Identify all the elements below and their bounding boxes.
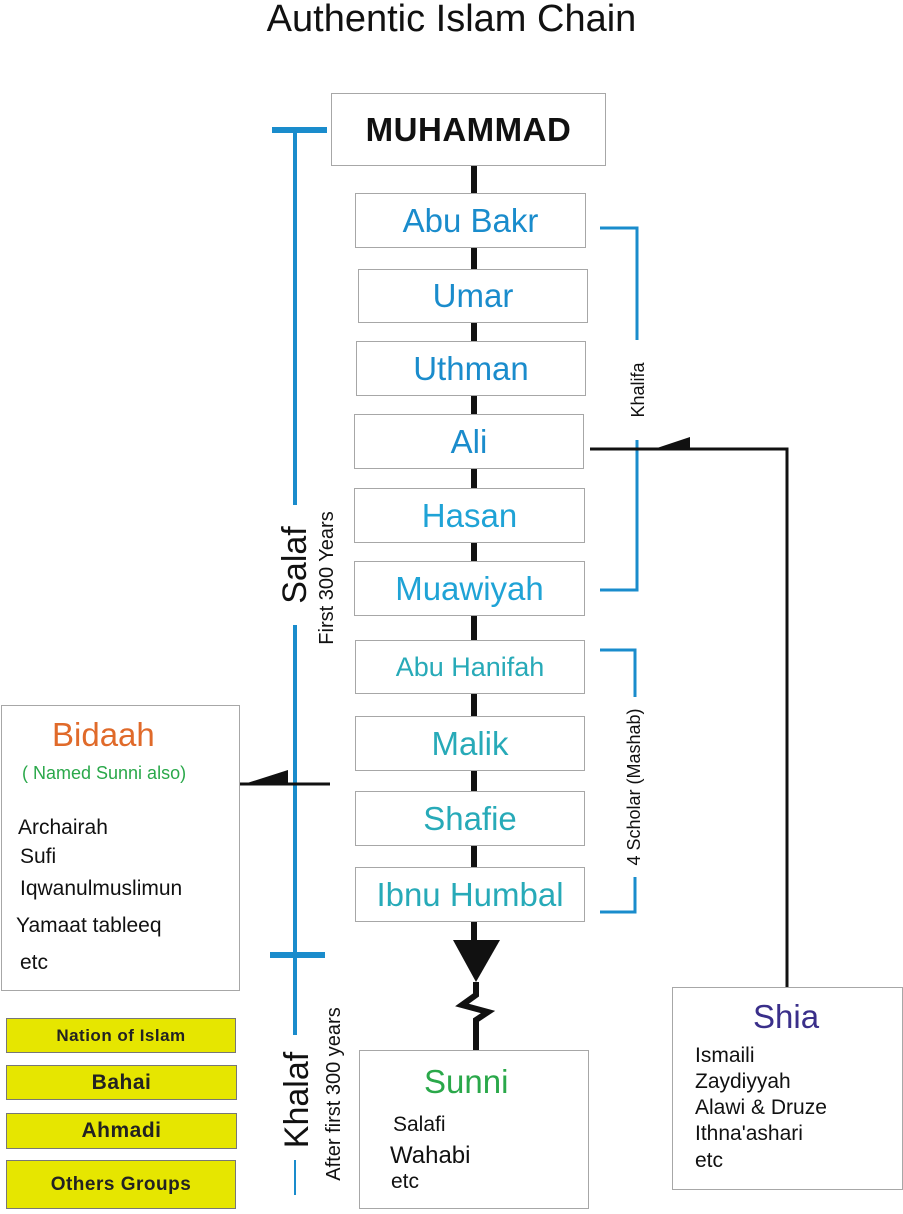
khalifa-bracket-label: Khalifa	[626, 340, 650, 440]
salaf-label: Salaf	[275, 505, 315, 625]
chain-label: Hasan	[421, 496, 518, 534]
chain-label: Abu Hanifah	[395, 651, 545, 682]
other-group-others: Others Groups	[6, 1160, 236, 1209]
chain-label: Muawiyah	[395, 569, 544, 607]
sunni-item: Wahabi	[390, 1142, 471, 1169]
other-group-ahmadi: Ahmadi	[6, 1113, 237, 1149]
chain-box-ibnu-humbal: Ibnu Humbal	[355, 867, 585, 922]
other-group-label: Others Groups	[50, 1174, 192, 1195]
bidaah-item: Iqwanulmuslimun	[20, 877, 183, 900]
zigzag-break	[455, 982, 496, 1050]
shia-box: Shia Ismaili Zaydiyyah Alawi & Druze Ith…	[672, 987, 903, 1190]
chain-label: Malik	[431, 724, 509, 762]
other-group-nation-of-islam: Nation of Islam	[6, 1018, 236, 1053]
bidaah-title: Bidaah	[52, 716, 155, 753]
salaf-sublabel: First 300 Years	[316, 511, 338, 645]
chain-label: Umar	[432, 277, 514, 314]
bidaah-subtitle: ( Named Sunni also)	[22, 763, 187, 783]
bidaah-arrow	[244, 770, 288, 784]
shia-item: etc	[695, 1149, 724, 1172]
chain-box-abu-bakr: Abu Bakr	[355, 193, 586, 248]
shia-title: Shia	[753, 998, 820, 1035]
other-group-label: Ahmadi	[81, 1119, 162, 1142]
sunni-item: Salafi	[393, 1113, 446, 1136]
other-group-label: Nation of Islam	[56, 1025, 186, 1045]
sunni-item: etc	[391, 1170, 420, 1193]
chain-arrow	[453, 940, 500, 982]
chain-label: Abu Bakr	[402, 201, 539, 239]
chain-box-ali: Ali	[354, 414, 584, 469]
ali-shia-arrow	[654, 437, 690, 449]
chain-label: Ali	[450, 422, 488, 460]
chain-label: Ibnu Humbal	[376, 875, 564, 913]
bidaah-item: Archairah	[18, 816, 108, 839]
chain-box-malik: Malik	[355, 716, 585, 771]
muhammad-label: MUHAMMAD	[365, 110, 572, 148]
bidaah-item: etc	[20, 951, 49, 974]
sunni-title: Sunni	[424, 1063, 509, 1100]
chain-box-abu-hanifah: Abu Hanifah	[355, 640, 585, 694]
shia-item: Alawi & Druze	[695, 1096, 827, 1119]
ali-shia-connector	[590, 447, 789, 988]
shia-item: Ithna'ashari	[695, 1122, 803, 1145]
bidaah-box: Bidaah ( Named Sunni also) Archairah Suf…	[1, 705, 240, 991]
chain-label: Shafie	[423, 799, 517, 837]
page-title: Authentic Islam Chain	[266, 0, 637, 40]
chain-label: Uthman	[413, 349, 529, 387]
chain-box-uthman: Uthman	[356, 341, 586, 396]
shia-item: Ismaili	[695, 1044, 755, 1067]
chain-box-muawiyah: Muawiyah	[354, 561, 585, 616]
bidaah-item: Yamaat tableeq	[16, 914, 162, 937]
muhammad-box: MUHAMMAD	[331, 93, 606, 166]
khalaf-sublabel: After first 300 years	[323, 1007, 345, 1181]
khalaf-label: Khalaf	[277, 1040, 317, 1160]
bidaah-item: Sufi	[20, 845, 57, 868]
other-group-bahai: Bahai	[6, 1065, 237, 1100]
shia-item: Zaydiyyah	[695, 1070, 791, 1093]
sunni-box: Sunni Salafi Wahabi etc	[359, 1050, 589, 1209]
chain-box-shafie: Shafie	[355, 791, 585, 846]
chain-box-hasan: Hasan	[354, 488, 585, 543]
other-group-label: Bahai	[91, 1070, 152, 1094]
scholars-bracket-label: 4 Scholar (Mashab)	[622, 697, 646, 877]
chain-box-umar: Umar	[358, 269, 588, 323]
